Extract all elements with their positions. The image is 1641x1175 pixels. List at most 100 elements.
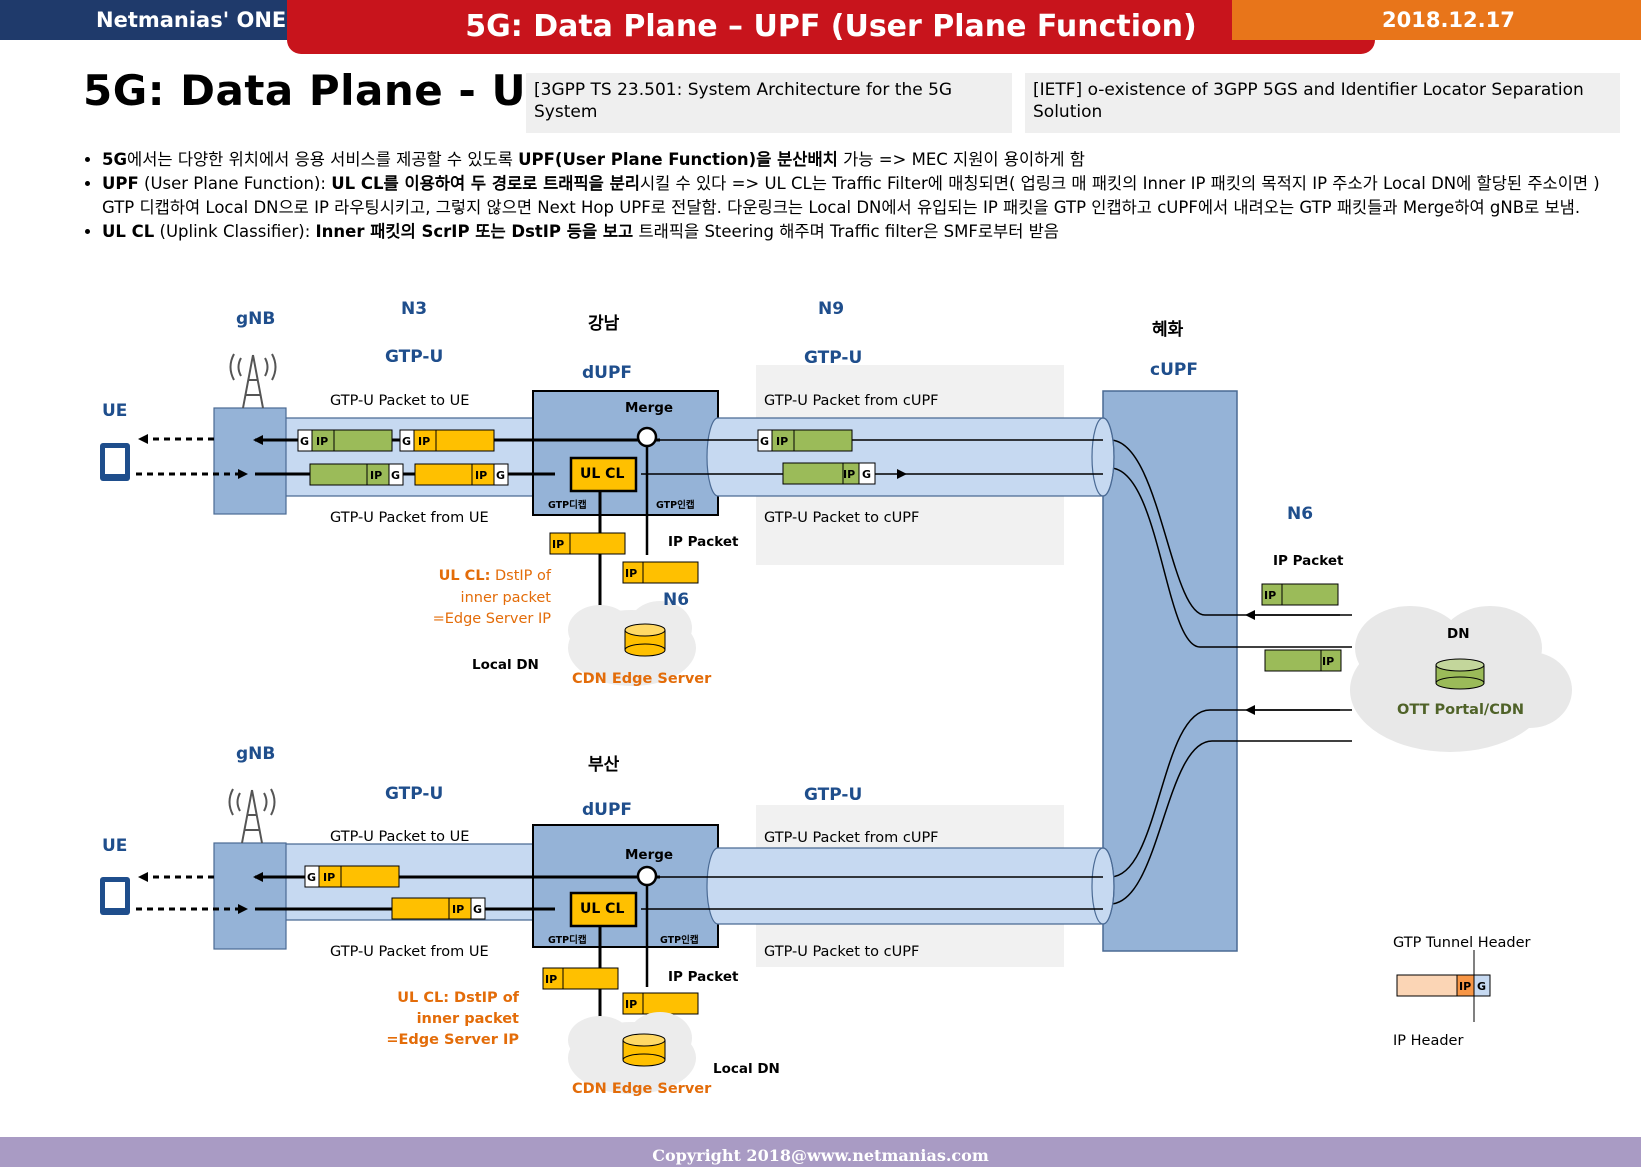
packet-downlink <box>399 429 495 452</box>
gtp-decap-label: GTP디캡 <box>548 934 587 946</box>
merge-node-bottom <box>636 865 658 887</box>
merge-node-top <box>636 426 658 448</box>
flow-label: GTP-U Packet from cUPF <box>764 830 939 846</box>
flow-label: GTP-U Packet to UE <box>330 829 469 845</box>
gnb-label: gNB <box>236 309 275 329</box>
merge-label: Merge <box>625 847 673 863</box>
tunnel-end <box>1091 417 1115 497</box>
gtpu-label: GTP-U <box>804 348 862 368</box>
bullet-bold: UPF <box>102 174 139 193</box>
gtpu-label: GTP-U <box>385 784 443 804</box>
flow-label: GTP-U Packet to UE <box>330 393 469 409</box>
reference-3gpp: [3GPP TS 23.501: System Architecture for… <box>526 73 1012 133</box>
ip-tag: IP <box>625 998 637 1011</box>
bullet-text: 가능 => MEC 지원이 용이하게 함 <box>837 150 1085 169</box>
ue-label: UE <box>102 401 127 421</box>
ip-tag: IP <box>625 567 637 580</box>
packet-uplink <box>309 463 404 486</box>
site-label: 혜화 <box>1152 320 1184 340</box>
bullet-item: UL CL (Uplink Classifier): Inner 패킷의 Scr… <box>102 220 1604 244</box>
reference-ietf: [IETF] o-existence of 3GPP 5GS and Ident… <box>1025 73 1620 133</box>
dupf-label: dUPF <box>582 800 632 820</box>
ulcl-note-line: =Edge Server IP <box>386 1032 519 1048</box>
ip-tag: IP <box>323 871 335 884</box>
ip-tag: IP <box>370 469 382 482</box>
g-tag: G <box>300 435 309 448</box>
ulcl-label: UL CL <box>580 466 624 482</box>
gtpu-label: GTP-U <box>385 347 443 367</box>
g-tag: G <box>402 435 411 448</box>
bullet-item: 5G에서는 다양한 위치에서 응용 서비스를 제공할 수 있도록 UPF(Use… <box>102 148 1604 172</box>
dn-cloud <box>1350 606 1572 752</box>
ip-tag: IP <box>776 435 788 448</box>
packet-downlink <box>304 865 400 888</box>
n6-label: N6 <box>663 590 689 610</box>
footer: Copyright 2018@www.netmanias.com <box>0 1137 1641 1167</box>
g-tag: G <box>307 871 316 884</box>
ip-tag: IP <box>545 973 557 986</box>
bullet-bold: UL CL <box>102 222 155 241</box>
n9-label: N9 <box>818 299 844 319</box>
ip-tag: IP <box>843 468 855 481</box>
bullet-text: 트래픽을 Steering 해주며 Traffic filter은 SMF로부터… <box>633 222 1059 241</box>
dupf-box-top <box>532 390 719 516</box>
n6-label: N6 <box>1287 504 1313 524</box>
cupf-path <box>1109 467 1352 648</box>
ip-packet-local <box>622 992 699 1015</box>
legend-ip-label: IP Header <box>1393 1033 1463 1049</box>
gnb-box-bottom <box>213 842 287 950</box>
bullet-bold: 5G <box>102 150 128 169</box>
header-date: 2018.12.17 <box>1382 8 1515 32</box>
date-banner: 2018.12.17 <box>1232 0 1641 40</box>
g-tag: G <box>473 903 482 916</box>
bullet-bold: UL CL를 이용하여 두 경로로 트래픽을 분리 <box>331 174 640 193</box>
g-tag: G <box>496 469 505 482</box>
ip-tag: IP <box>1459 980 1471 993</box>
flow-label: GTP-U Packet to cUPF <box>764 510 919 526</box>
ip-tag: IP <box>418 435 430 448</box>
bullet-list: 5G에서는 다양한 위치에서 응용 서비스를 제공할 수 있도록 UPF(Use… <box>84 148 1604 244</box>
cupf-path <box>1109 439 1352 616</box>
ip-packet-local <box>622 561 699 584</box>
database-icon <box>624 623 666 657</box>
cupf-box <box>1102 390 1238 952</box>
ulcl-note-line: inner packet <box>461 590 552 606</box>
local-dn-label: Local DN <box>713 1061 780 1077</box>
merge-label: Merge <box>625 400 673 416</box>
packet-uplink <box>391 897 486 920</box>
g-tag: G <box>862 468 871 481</box>
gtp-decap-label: GTP디캡 <box>548 499 587 511</box>
database-icon <box>1435 658 1485 690</box>
upf-diagram: gNB N3 N9 GTP-U GTP-U dUPF cUPF UE N6 N6… <box>100 299 1572 1097</box>
ue-phone-icon <box>100 877 130 915</box>
ip-packet-n6 <box>1264 649 1342 672</box>
ip-packet-n6 <box>1261 583 1339 606</box>
ip-tag: IP <box>1322 655 1334 668</box>
flow-label: GTP-U Packet from cUPF <box>764 393 939 409</box>
local-dn-label: Local DN <box>472 657 539 673</box>
gnb-label: gNB <box>236 744 275 764</box>
page-title: 5G: Data Plane - UPF <box>83 66 587 115</box>
ip-packet-label: IP Packet <box>668 534 739 550</box>
ulcl-label: UL CL <box>580 901 624 917</box>
ip-tag: IP <box>1264 589 1276 602</box>
flow-label: GTP-U Packet from UE <box>330 944 489 960</box>
ip-packet-label: IP Packet <box>1273 553 1344 569</box>
packet-from-cupf <box>757 429 853 452</box>
legend-packet <box>1396 950 1491 1022</box>
dn-label: DN <box>1447 626 1470 642</box>
bullet-text: (Uplink Classifier): <box>154 222 316 241</box>
cupf-path <box>1109 709 1352 878</box>
site-label: 부산 <box>588 755 620 775</box>
flow-label: GTP-U Packet from UE <box>330 510 489 526</box>
antenna-icon <box>229 353 277 409</box>
ulcl-note-line: UL CL: DstIP of <box>397 990 519 1006</box>
tunnel-end <box>1091 847 1115 925</box>
bullet-bold: UPF(User Plane Function)을 분산배치 <box>518 150 838 169</box>
bullet-item: UPF (User Plane Function): UL CL를 이용하여 두… <box>102 172 1604 220</box>
gtp-encap-label: GTP인캡 <box>660 934 699 946</box>
database-icon <box>622 1033 666 1067</box>
cdn-edge-label: CDN Edge Server <box>572 671 712 687</box>
site-label: 강남 <box>588 314 620 334</box>
ue-phone-icon <box>100 443 130 481</box>
